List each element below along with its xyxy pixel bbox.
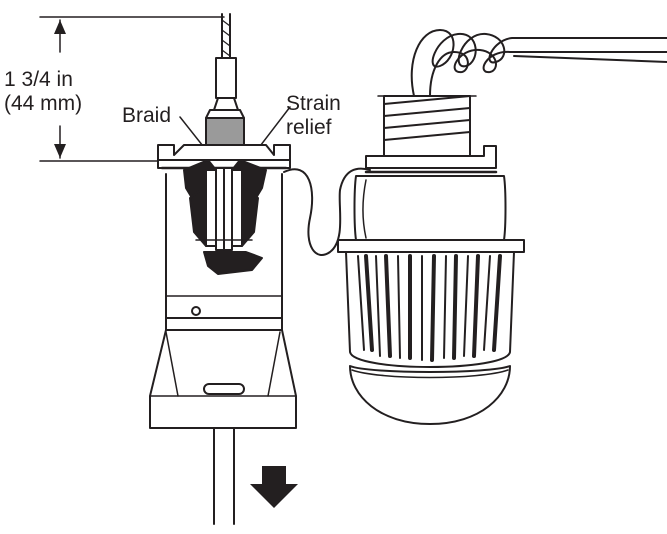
dimension-label-line1: 1 3/4 in	[4, 68, 73, 91]
cable-top	[213, 13, 239, 111]
strain-relief-label-line2: relief	[286, 116, 332, 139]
arrow-down-icon	[250, 466, 298, 508]
braid-collar	[205, 117, 245, 147]
pendant-fixture	[337, 95, 525, 425]
socket-cross-section	[149, 144, 297, 525]
strain-relief-label-line1: Strain	[286, 92, 341, 115]
connecting-wire	[283, 29, 667, 256]
dimension-label-line2: (44 mm)	[4, 92, 83, 115]
braid-label: Braid	[122, 104, 172, 127]
